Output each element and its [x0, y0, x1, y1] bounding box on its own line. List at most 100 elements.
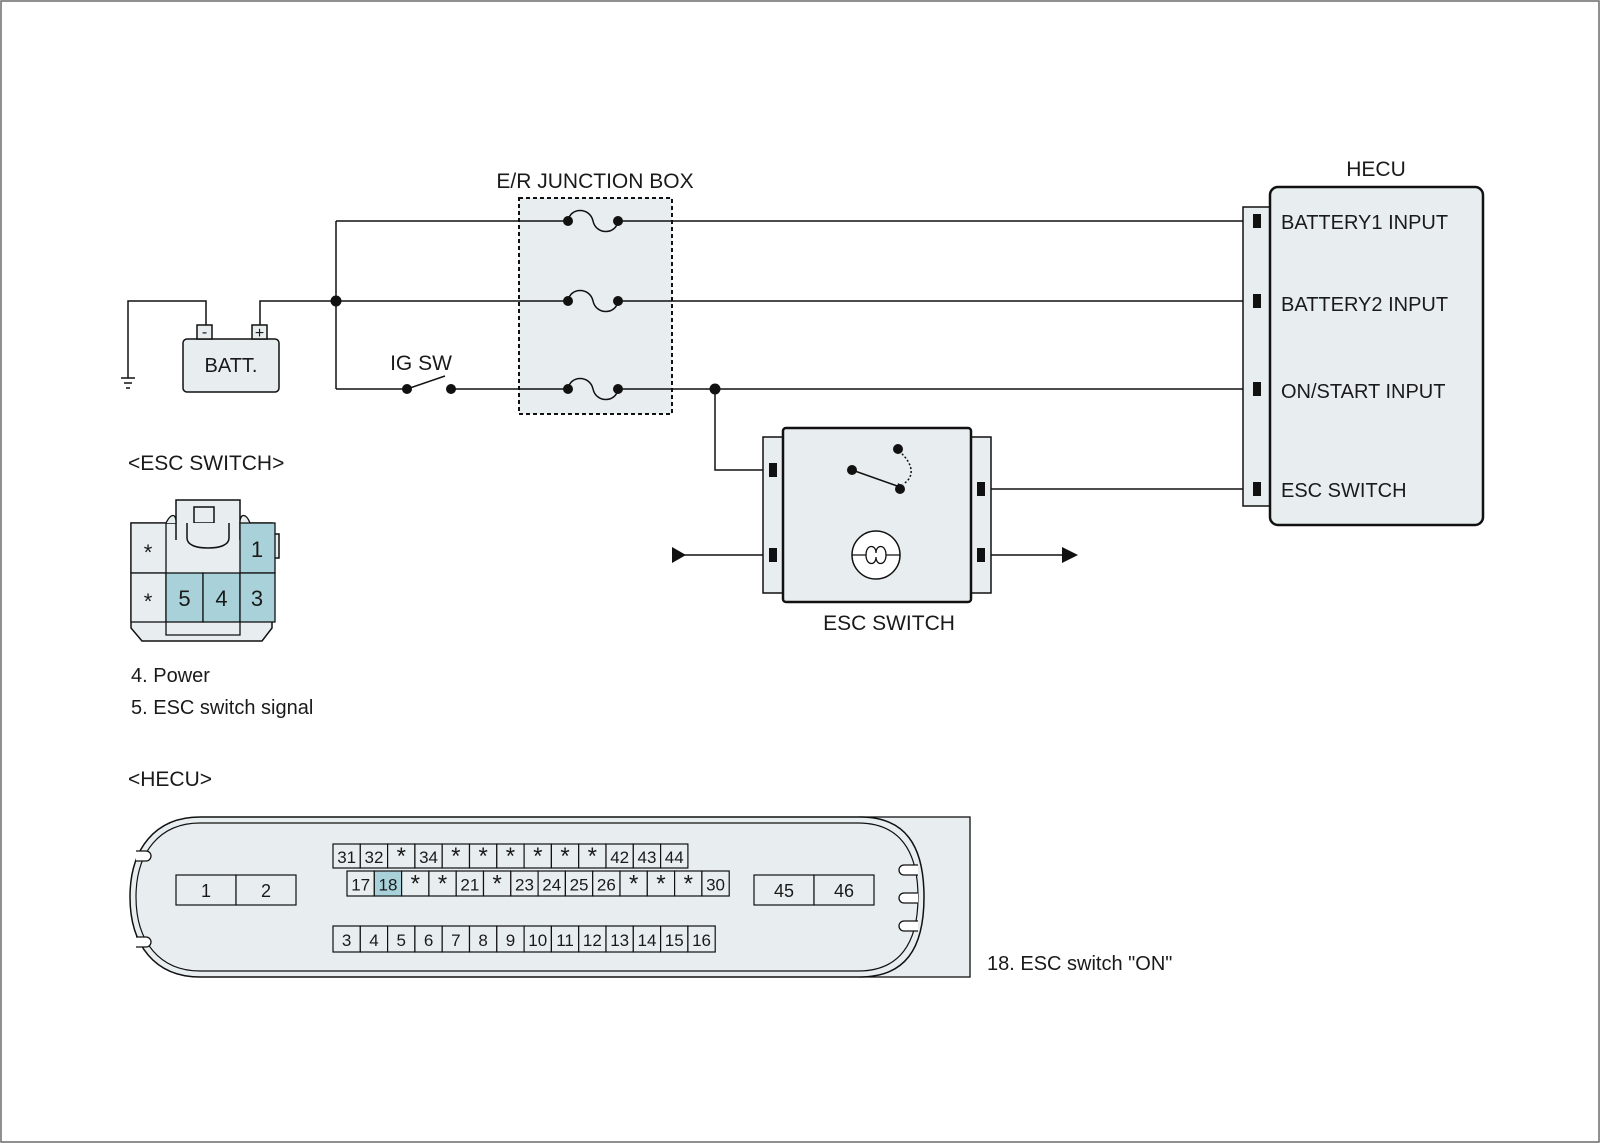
hecu-pin-cell	[605, 925, 634, 953]
esc-switch-box	[781, 426, 973, 604]
battery-positive-wire	[259, 300, 336, 325]
hecu-pin-cell	[673, 870, 703, 897]
hecu-pin-32: 32	[364, 848, 383, 867]
hecu-pin-unused: *	[533, 843, 542, 870]
hecu-box	[1268, 185, 1485, 527]
hecu-pin-16: 16	[692, 931, 711, 950]
hecu-pin-cell	[646, 870, 676, 897]
hecu-pin-unused: *	[629, 871, 638, 898]
hecu-pin-13: 13	[610, 931, 629, 950]
esc-pin-4: 4	[215, 586, 227, 611]
hecu-pin-unused: *	[451, 843, 460, 870]
wires	[127, 220, 1248, 556]
hecu-pin-cell	[441, 925, 471, 953]
hecu-pin-cell	[428, 870, 457, 897]
hecu-input-esc-switch: ESC SWITCH	[1281, 480, 1407, 502]
ignition-switch-lever	[406, 375, 446, 390]
hecu-pin-6: 6	[424, 931, 433, 950]
battery-label: BATT.	[205, 355, 258, 377]
esc-pin-5: 5	[178, 586, 190, 611]
hecu-pin-cell	[414, 843, 443, 869]
hecu-input-battery1: BATTERY1 INPUT	[1281, 212, 1448, 234]
hecu-pin-cell	[346, 870, 375, 897]
ignition-switch: IG SW	[390, 352, 452, 390]
junction-dots	[330, 216, 721, 395]
hecu-pin-cell	[578, 843, 607, 869]
hecu-connector-strip	[1242, 206, 1271, 507]
hecu-pin-12: 12	[583, 931, 602, 950]
fuse-3	[567, 377, 619, 401]
hecu-pin-8: 8	[478, 931, 487, 950]
hecu-pin-cell	[687, 925, 716, 953]
hecu-pin-cell	[496, 925, 525, 953]
hecu-pin-1: 1	[201, 881, 211, 901]
hecu-pin-cell	[578, 925, 607, 953]
hecu-pin-24: 24	[542, 876, 561, 895]
hecu-connector-title: <HECU>	[128, 768, 212, 791]
hecu-title: HECU	[1346, 158, 1406, 181]
junction-box-outline	[518, 197, 673, 415]
hecu-pin-10: 10	[528, 931, 547, 950]
battery: - + BATT.	[182, 324, 280, 393]
esc-switch-travel-arc	[898, 450, 912, 485]
hecu-pin-7: 7	[451, 931, 460, 950]
hecu-pin-cell	[387, 925, 416, 953]
hecu-pin-cell	[632, 843, 662, 869]
hecu-pin-cell	[523, 925, 552, 953]
esc-note-power: 4. Power	[131, 665, 210, 687]
esc-switch-unit: ESC SWITCH	[672, 426, 1078, 635]
hecu-pin-3: 3	[342, 931, 351, 950]
esc-pin-1: 1	[251, 537, 263, 562]
fuses	[567, 209, 619, 401]
hecu-pin-cell	[332, 925, 361, 953]
esc-pin-star-top: *	[144, 540, 153, 565]
hecu-connector-body	[129, 816, 925, 978]
hecu-pin-14: 14	[637, 931, 656, 950]
hecu-pin-26: 26	[597, 876, 616, 895]
hecu-note-esc-on: 18. ESC switch "ON"	[987, 953, 1172, 975]
hecu-pin-cell	[537, 870, 566, 897]
hecu-pin-18: 18	[378, 876, 397, 895]
hecu-pin-cell	[482, 870, 512, 897]
hecu-pin-44: 44	[665, 848, 684, 867]
hecu-pin-2: 2	[261, 881, 271, 901]
hecu-pin-5: 5	[397, 931, 406, 950]
esc-pin-3: 3	[251, 586, 263, 611]
lamp-filament	[852, 554, 900, 565]
battery-positive-terminal	[251, 324, 268, 340]
hecu-pin-25: 25	[570, 876, 589, 895]
fuse-2	[567, 289, 619, 313]
hecu-pin-unused: *	[506, 843, 515, 870]
hecu-pin-cell	[753, 874, 815, 906]
hecu-pin-cell	[359, 925, 389, 953]
hecu-pin-23: 23	[515, 876, 534, 895]
junction-box-title: E/R JUNCTION BOX	[496, 170, 693, 193]
battery-plus-sign: +	[255, 325, 264, 342]
hecu-pin-15: 15	[665, 931, 684, 950]
hecu-pin-unused: *	[684, 871, 693, 898]
hecu-pin-cell	[387, 843, 416, 869]
esc-switch-unit-label: ESC SWITCH	[823, 612, 955, 635]
hecu-pin-cell	[659, 843, 689, 869]
hecu-pin-cell	[441, 843, 471, 869]
hecu-pin-cell	[468, 925, 498, 953]
esc-switch-lever	[851, 469, 901, 488]
hecu-pin-cell	[701, 870, 730, 897]
battery-negative-terminal	[196, 324, 213, 340]
hecu-pin-cell	[523, 843, 552, 869]
esc-note-signal: 5. ESC switch signal	[131, 697, 313, 719]
hecu-input-battery2: BATTERY2 INPUT	[1281, 294, 1448, 316]
hecu-pin-9: 9	[506, 931, 515, 950]
hecu-pin-cell	[496, 843, 525, 869]
battery-minus-sign: -	[202, 324, 207, 341]
hecu-pin-cell	[813, 874, 875, 906]
hecu-pin-45: 45	[774, 881, 794, 901]
hecu-pin-4: 4	[369, 931, 378, 950]
hecu-input-on-start: ON/START INPUT	[1281, 381, 1445, 403]
hecu-pin-cell	[414, 925, 443, 953]
hecu-pin-11: 11	[556, 931, 574, 950]
